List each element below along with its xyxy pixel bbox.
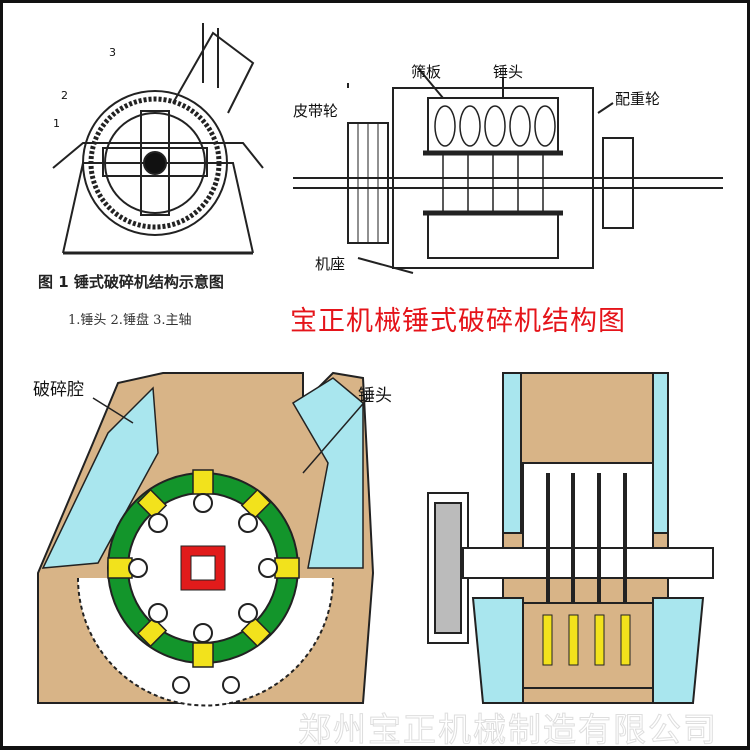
front-section-view bbox=[427, 372, 714, 704]
part-number-2: 2 bbox=[61, 89, 68, 102]
figure1-schematic bbox=[52, 23, 264, 255]
diagram-title: 宝正机械锤式破碎机结构图 bbox=[290, 306, 626, 337]
label-crushing-chamber: 破碎腔 bbox=[33, 380, 84, 400]
figure1-caption: 图 1 锤式破碎机结构示意图 bbox=[38, 273, 224, 291]
side-view-schematic bbox=[293, 67, 723, 274]
part-number-1: 1 bbox=[53, 117, 60, 130]
diagram-drawing bbox=[37, 23, 723, 707]
label-counterweight-wheel: 配重轮 bbox=[615, 90, 661, 108]
label-screen-plate: 筛板 bbox=[411, 63, 442, 81]
company-watermark: 郑州宝正机械制造有限公司 bbox=[298, 710, 718, 749]
part-number-3: 3 bbox=[109, 46, 116, 59]
label-hammer-top: 锤头 bbox=[493, 63, 524, 81]
label-base: 机座 bbox=[315, 255, 346, 273]
label-hammer-bottom: 锤头 bbox=[358, 386, 392, 406]
cutaway-view bbox=[37, 371, 375, 707]
label-belt-pulley: 皮带轮 bbox=[293, 102, 339, 120]
figure1-legend: 1.锤头 2.锤盘 3.主轴 bbox=[68, 313, 192, 328]
